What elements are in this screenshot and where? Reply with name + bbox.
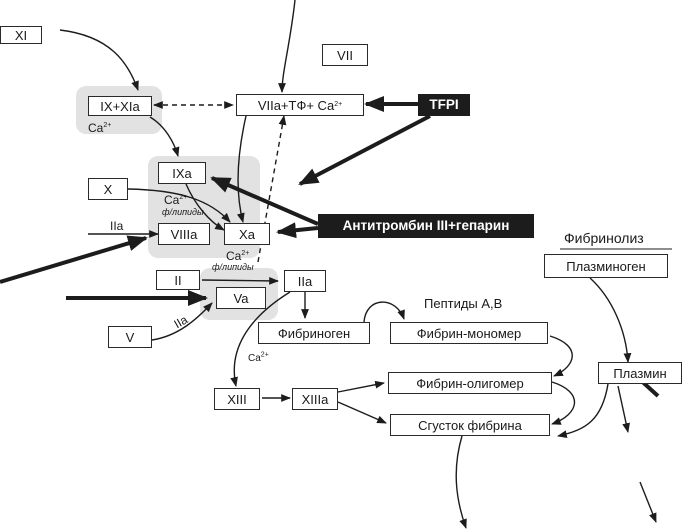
arrow-ixa-viia-dashed	[257, 115, 287, 263]
ca-ix-text: Ca	[88, 121, 104, 135]
arrow-ix-to-ixa	[149, 116, 180, 157]
label-ca-xiii: Ca2+	[248, 351, 269, 364]
arrow-bottom-right	[639, 481, 657, 523]
arrow-oligomer-to-clot	[551, 381, 576, 425]
arrow-xiiia-to-oligomer	[337, 380, 385, 393]
arrow-xiiia-to-clot	[337, 401, 387, 424]
arrow-viia-to-xa	[236, 115, 247, 223]
ca-xa-text: Ca	[226, 249, 242, 263]
viia-tf-ca-text: VIIa+TФ+ Ca	[257, 97, 335, 113]
box-ii: II	[156, 270, 200, 290]
ca-x-charge: 2+	[179, 194, 188, 201]
box-ixa: IXa	[158, 162, 206, 184]
ca-xiii-charge: 2+	[260, 351, 269, 359]
box-xa: Xa	[224, 223, 270, 245]
box-xiiia: XIIIa	[292, 388, 338, 410]
arrow-plasmin-to-clot	[557, 383, 609, 438]
box-v: V	[108, 326, 152, 348]
label-ca-ix: Ca2+	[88, 122, 111, 134]
arrow-xi-to-ix	[59, 29, 139, 91]
arrow-iia-to-xiii	[230, 291, 291, 387]
arrow-left-to-viiia	[0, 235, 148, 284]
ca-ix-charge: 2+	[103, 122, 112, 129]
arrow-top-to-viia	[278, 0, 296, 93]
arrow-antithrombin-to-xa	[276, 222, 319, 239]
label-iia-viiia: IIa	[110, 219, 124, 233]
label-ca-xa: Ca2+	[226, 250, 249, 262]
box-xiii: XIII	[214, 388, 260, 410]
arrow-fibrinogen-to-monomer	[363, 301, 405, 323]
box-fibrinogen: Фибриноген	[258, 322, 370, 344]
arrow-monomer-to-oligomer	[549, 335, 573, 377]
arrow-tfpi-to-xa	[298, 114, 431, 186]
arrow-clot-down	[455, 435, 467, 529]
ca-xa-charge: 2+	[241, 250, 250, 257]
box-tfpi: TFPI	[418, 94, 470, 116]
box-x: X	[88, 178, 128, 200]
label-peptides: Пептиды А,В	[424, 296, 503, 311]
arrow-plasminogen-to-plasmin	[589, 277, 632, 363]
ca-x-text: Ca	[164, 193, 180, 207]
box-antithrombin: Антитромбин III+гепарин	[318, 214, 534, 238]
arrow-x-to-xa	[127, 188, 231, 223]
arrow-plasmin-down	[617, 385, 630, 433]
box-fibrin-monomer: Фибрин-мономер	[390, 322, 548, 344]
label-fibrinolysis: Фибринолиз	[564, 230, 644, 246]
box-xi: XI	[0, 26, 42, 44]
box-va: Va	[216, 287, 266, 309]
label-phospholipids-xa: ф/липиды	[212, 262, 254, 272]
label-phospholipids-x: ф/липиды	[162, 207, 204, 217]
ca-xiii-text: Ca	[248, 353, 261, 364]
label-ca-x: Ca2+	[164, 194, 187, 206]
box-fibrin-oligomer: Фибрин-олигомер	[388, 372, 552, 394]
arrow-ixa-to-xa	[185, 183, 225, 231]
box-ix-xia: IX+XIa	[88, 96, 152, 116]
box-vii: VII	[322, 44, 368, 66]
box-iia: IIa	[284, 270, 326, 292]
box-viiia: VIIIa	[158, 223, 210, 245]
box-clot: Сгусток фибрина	[390, 414, 550, 436]
box-plasminogen: Плазминоген	[544, 254, 668, 278]
arrow-v-to-va	[151, 302, 213, 341]
box-plasmin: Плазмин	[598, 362, 682, 384]
arrow-ii-to-iia	[201, 276, 279, 285]
arrow-antithrombin-to-ixa	[210, 176, 319, 226]
